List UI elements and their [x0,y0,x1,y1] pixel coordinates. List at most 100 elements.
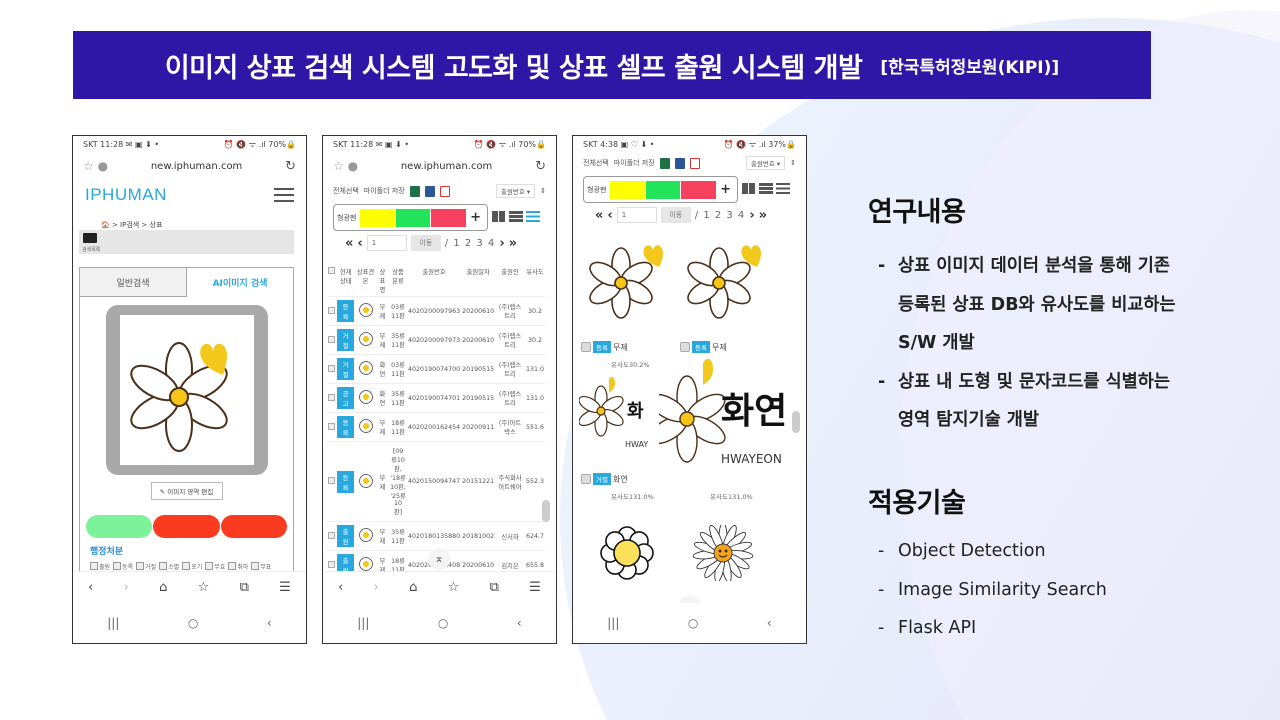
system-home-icon[interactable]: ○ [687,616,699,630]
save-folder-button[interactable]: 마이폴더 저장 [363,187,405,195]
excel-export-icon[interactable] [659,157,670,169]
cell-app-no[interactable]: 4020200097973 [407,325,462,355]
back-icon[interactable]: ‹ [338,580,344,595]
go-page-button[interactable]: 이동 [410,235,441,251]
red-highlight-swatch[interactable] [431,208,467,227]
result-checkbox[interactable] [581,474,591,484]
list-view-icon[interactable] [776,183,790,194]
sort-order-icon[interactable]: ⇕ [540,187,546,195]
tabs-icon[interactable]: ⧉ [239,580,249,595]
table-row[interactable]: 출원 무제 35류 11판 4020180135880 20181002 신서하… [327,521,545,551]
edit-image-region-button[interactable]: ✎ 이미지 영역 편집 [150,482,223,500]
table-row[interactable]: 공고 화연 35류 11판 4020190074701 20190515 (주)… [327,383,545,413]
col-class[interactable]: 상품분류 [389,265,408,297]
checkbox-abandoned[interactable]: 포기 [182,562,202,571]
checkbox-withdrawn[interactable]: 취하 [228,562,248,571]
folder-icon[interactable] [83,233,97,243]
last-page-icon[interactable]: » [758,207,768,223]
cell-app-no[interactable]: 4020190074701 [407,383,462,413]
word-export-icon[interactable] [424,185,435,197]
page-numbers[interactable]: / 1 2 3 4 [444,237,496,249]
red-pill-button-2[interactable] [220,515,287,538]
recent-apps-icon[interactable]: ||| [607,616,620,630]
prev-page-icon[interactable]: ‹ [357,235,363,251]
cell-app-no[interactable]: 4020180135880 [407,521,462,551]
system-back-icon[interactable]: ‹ [766,616,772,630]
checkbox-invalid[interactable]: 무효 [205,562,225,571]
brand-logo[interactable]: IPHUMAN [85,185,167,204]
row-checkbox[interactable] [328,560,335,568]
trademark-thumbnail[interactable] [358,473,373,488]
page-input[interactable]: 1 [616,207,657,223]
row-checkbox[interactable] [328,335,335,343]
select-all-button[interactable]: 전체선택 [583,159,609,167]
trademark-thumbnail[interactable] [358,528,373,542]
search-list-strip[interactable]: 검색목록 [79,230,294,254]
browser-url-bar[interactable]: ☆ ● new.iphuman.com ↻ [73,152,306,180]
page-numbers[interactable]: / 1 2 3 4 [694,209,746,221]
trademark-thumbnail[interactable] [358,419,373,433]
go-page-button[interactable]: 이동 [660,207,691,223]
checkbox-registered[interactable]: 등록 [113,562,133,571]
row-checkbox[interactable] [328,393,335,401]
word-export-icon[interactable] [674,157,685,169]
sort-select[interactable]: 출원번호 ▾ [495,184,536,198]
bookmarks-icon[interactable]: ☆ [197,580,210,595]
browser-menu-icon[interactable]: ☰ [279,580,291,595]
tab-ai-image-search[interactable]: AI이미지 검색 [187,268,293,297]
excel-export-icon[interactable] [409,185,420,197]
result-checkbox[interactable] [680,342,690,352]
hwayeon-small-logo[interactable]: 화 HWAY [579,369,659,469]
green-highlight-swatch[interactable] [395,208,431,227]
scroll-to-top-button[interactable]: ⌅ [428,548,450,570]
grid-view-icon[interactable] [742,183,756,194]
trademark-thumbnail[interactable] [358,332,373,346]
save-folder-button[interactable]: 마이폴더 저장 [613,159,655,167]
row-checkbox[interactable] [328,364,335,372]
select-all-button[interactable]: 전체선택 [333,187,359,195]
url-text[interactable]: new.iphuman.com [150,160,243,172]
yellow-highlight-swatch[interactable] [610,180,645,199]
add-highlight-button[interactable]: + [470,210,482,225]
scrollbar-handle[interactable] [542,500,550,522]
recent-apps-icon[interactable]: ||| [357,616,370,630]
recent-apps-icon[interactable]: ||| [107,616,120,630]
list-view-icon[interactable] [526,211,540,222]
row-checkbox[interactable] [328,531,335,539]
reload-icon[interactable]: ↻ [285,158,296,174]
prev-page-icon[interactable]: ‹ [607,207,613,223]
round-daisy-thumbnail[interactable] [597,523,657,583]
sort-order-icon[interactable]: ⇕ [790,159,796,167]
first-page-icon[interactable]: « [345,235,354,251]
row-checkbox[interactable] [328,477,335,484]
browser-menu-icon[interactable]: ☰ [529,580,541,595]
home-icon[interactable]: ⌂ [409,580,418,595]
checkbox-rejected[interactable]: 거절 [136,562,156,571]
next-page-icon[interactable]: › [749,207,755,223]
system-back-icon[interactable]: ‹ [516,616,522,630]
sort-select[interactable]: 출원번호 ▾ [745,156,786,170]
cell-app-no[interactable]: 4020150094747 [407,441,462,522]
trademark-thumbnail[interactable] [358,390,373,404]
query-image-frame[interactable] [105,305,268,475]
table-row[interactable]: 등록 무제 [09류10판, '18류 10판, '25류 10판] 40201… [327,441,545,522]
next-page-icon[interactable]: › [499,235,505,251]
pdf-export-icon[interactable] [439,185,450,197]
tabs-icon[interactable]: ⧉ [489,580,499,595]
cell-app-no[interactable]: 4020200162454 [407,412,462,442]
system-home-icon[interactable]: ○ [187,616,199,630]
menu-icon[interactable] [274,188,294,202]
checkbox-filed[interactable]: 출원 [90,562,110,571]
forward-icon[interactable]: › [123,580,129,595]
red-highlight-swatch[interactable] [681,180,717,199]
red-pill-button-1[interactable] [153,515,220,538]
page-input[interactable]: 1 [366,235,407,251]
tab-general-search[interactable]: 일반검색 [80,268,187,297]
pdf-export-icon[interactable] [689,157,700,169]
col-app-no[interactable]: 출원번호 [407,265,462,297]
result-checkbox[interactable] [581,342,591,352]
system-back-icon[interactable]: ‹ [266,616,272,630]
row-checkbox[interactable] [328,306,335,314]
bookmark-star-icon[interactable]: ☆ ● [333,159,359,173]
bookmark-star-icon[interactable]: ☆ ● [83,159,109,173]
